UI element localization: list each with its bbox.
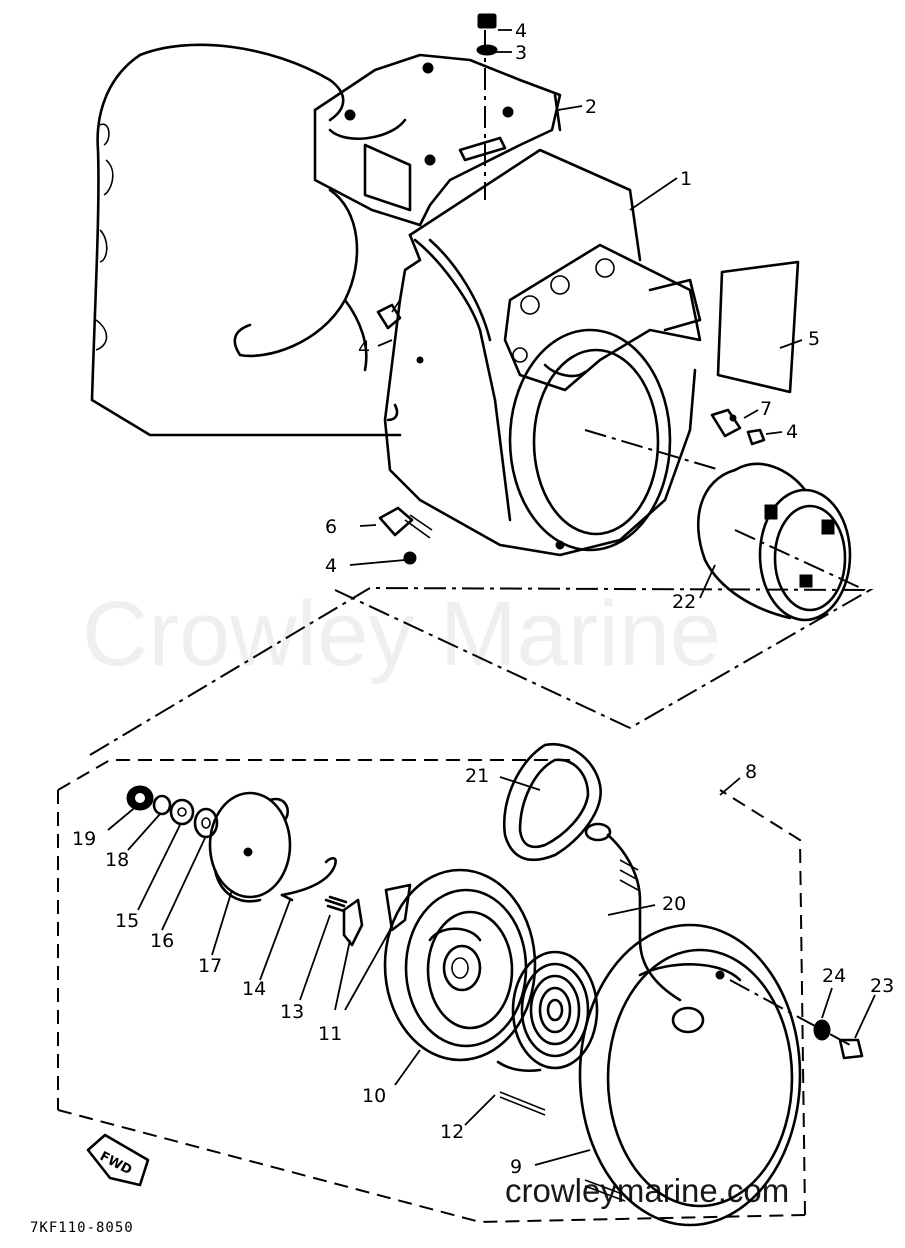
label-part-4b: 4	[358, 337, 370, 359]
handle-part-21	[502, 742, 612, 862]
rope-part-12	[496, 1060, 546, 1116]
label-part-7: 7	[760, 398, 772, 420]
label-part-4d: 4	[325, 555, 337, 577]
pawl-part-11	[342, 883, 412, 947]
friction-plate-part-17	[208, 791, 292, 903]
part-labels: 4 3 2 1 4 5 7 4 6 4 22 8 21 20 19 18 15 …	[72, 20, 894, 1178]
leader-lines	[107, 29, 876, 1166]
bolt-axis-line	[729, 979, 851, 1046]
drawing-code: 7KF110-8050	[30, 1220, 134, 1236]
label-part-3: 3	[515, 42, 527, 64]
label-part-6: 6	[325, 516, 337, 538]
plate-part-5	[716, 260, 800, 394]
clip-part-7	[710, 408, 766, 446]
washer-part-15	[169, 798, 195, 826]
reel-part-10	[383, 868, 537, 1062]
label-part-17: 17	[198, 955, 222, 977]
fan-housing-part-1	[383, 148, 721, 557]
label-part-12: 12	[440, 1121, 464, 1143]
label-part-4a: 4	[515, 20, 527, 42]
bolt-washer-top	[476, 13, 498, 200]
label-part-19: 19	[72, 828, 96, 850]
nut-part-19	[126, 785, 154, 811]
bracket-part-2	[313, 53, 562, 227]
label-part-10: 10	[362, 1085, 386, 1107]
label-part-16: 16	[150, 930, 174, 952]
label-part-1: 1	[680, 168, 692, 190]
spring-part-13	[324, 895, 348, 913]
label-part-11: 11	[318, 1023, 342, 1045]
label-part-4c: 4	[786, 421, 798, 443]
assembly-dashed-box-upper	[89, 586, 874, 756]
label-part-20: 20	[662, 893, 686, 915]
washer-part-18	[152, 794, 172, 816]
assembly-dashed-box-part-8	[57, 759, 806, 1224]
engine-block-outline	[90, 43, 402, 437]
label-part-15: 15	[115, 910, 139, 932]
label-part-21: 21	[465, 765, 489, 787]
label-part-23: 23	[870, 975, 894, 997]
watermark-footer: crowleymarine.com	[505, 1172, 789, 1209]
fwd-label: FWD	[97, 1149, 134, 1178]
spring-part-14	[280, 856, 337, 902]
label-part-14: 14	[242, 978, 266, 1000]
spiral-spring	[511, 950, 599, 1070]
starter-cup-part-22	[697, 462, 866, 622]
label-part-22: 22	[672, 591, 696, 613]
label-part-13: 13	[280, 1001, 304, 1023]
bolt-part-23	[838, 1038, 864, 1060]
screw-left	[376, 299, 402, 330]
washer-part-16	[193, 807, 219, 839]
watermark-center: Crowley Marine	[82, 583, 721, 685]
label-part-9: 9	[510, 1156, 522, 1178]
label-part-18: 18	[105, 849, 129, 871]
fwd-arrow-icon: FWD	[86, 1133, 150, 1187]
label-part-5: 5	[808, 328, 820, 350]
part-6	[378, 506, 433, 565]
label-part-24: 24	[822, 965, 846, 987]
starter-housing-part-9	[578, 923, 802, 1227]
rope-part-20	[606, 833, 682, 1002]
label-part-8: 8	[745, 761, 757, 783]
label-part-2: 2	[585, 96, 597, 118]
